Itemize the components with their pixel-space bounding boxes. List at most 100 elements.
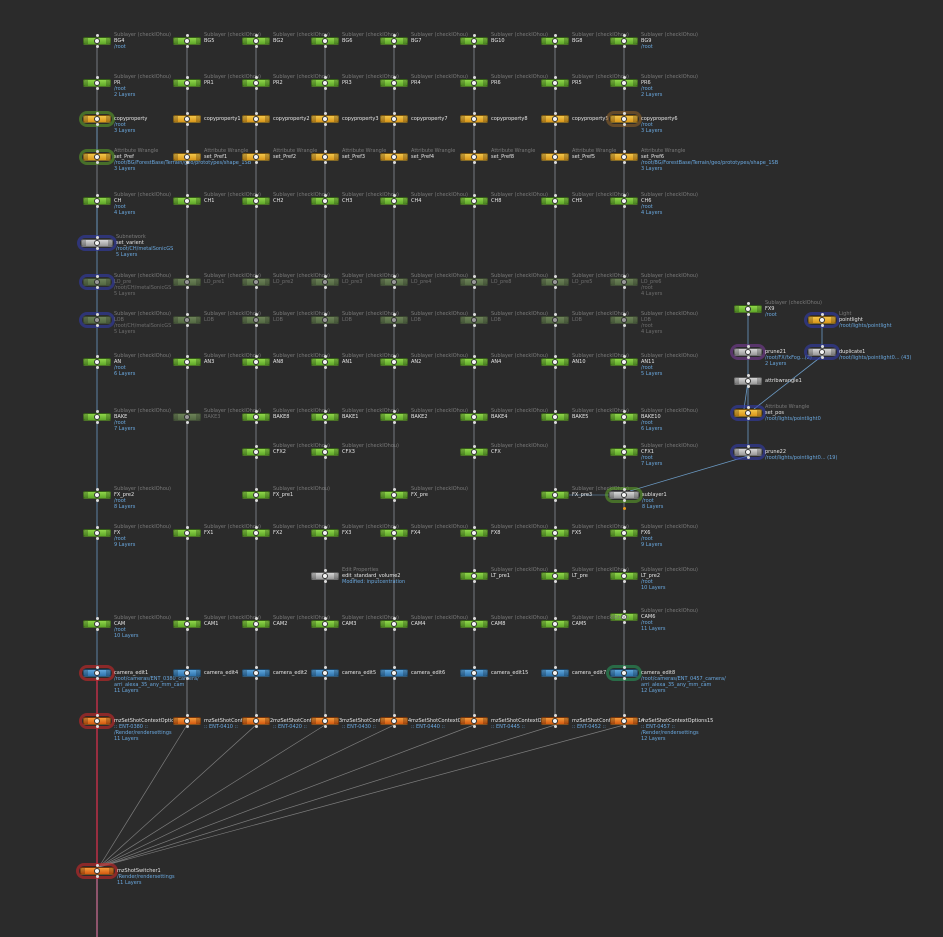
node-an11[interactable] bbox=[610, 358, 638, 366]
node-sp4[interactable] bbox=[380, 153, 408, 161]
output-port[interactable] bbox=[254, 324, 258, 327]
node-cam3[interactable] bbox=[311, 620, 339, 628]
node-name[interactable]: FX3 bbox=[342, 530, 352, 536]
input-port[interactable] bbox=[553, 488, 557, 491]
bypass-flag[interactable] bbox=[381, 198, 385, 204]
node-sv[interactable] bbox=[81, 239, 113, 247]
bypass-flag[interactable] bbox=[542, 670, 546, 676]
node-name[interactable]: mzSetShotContextOptions3 bbox=[273, 718, 343, 724]
node-name[interactable]: BG10 bbox=[491, 38, 505, 44]
bypass-flag[interactable] bbox=[611, 279, 615, 285]
output-port[interactable] bbox=[323, 628, 327, 631]
bypass-flag[interactable] bbox=[243, 530, 247, 536]
input-port[interactable] bbox=[95, 526, 99, 529]
node-ch3[interactable] bbox=[311, 197, 339, 205]
bypass-flag[interactable] bbox=[243, 154, 247, 160]
input-port[interactable] bbox=[622, 313, 626, 316]
display-flag[interactable] bbox=[483, 317, 487, 323]
display-flag[interactable] bbox=[403, 718, 407, 724]
display-flag[interactable] bbox=[403, 530, 407, 536]
node-name[interactable]: camera_edit5 bbox=[342, 670, 377, 676]
bypass-flag[interactable] bbox=[381, 116, 385, 122]
bypass-flag[interactable] bbox=[312, 449, 316, 455]
output-port[interactable] bbox=[254, 45, 258, 48]
input-port[interactable] bbox=[95, 313, 99, 316]
bypass-flag[interactable] bbox=[809, 317, 813, 323]
display-flag[interactable] bbox=[265, 718, 269, 724]
display-flag[interactable] bbox=[403, 279, 407, 285]
display-flag[interactable] bbox=[564, 317, 568, 323]
input-port[interactable] bbox=[254, 275, 258, 278]
output-port[interactable] bbox=[185, 628, 189, 631]
input-port[interactable] bbox=[622, 355, 626, 358]
node-name[interactable]: set_Pref bbox=[114, 154, 134, 160]
display-flag[interactable] bbox=[334, 449, 338, 455]
display-flag[interactable] bbox=[633, 614, 637, 620]
node-lo1[interactable] bbox=[173, 278, 201, 286]
output-port[interactable] bbox=[254, 161, 258, 164]
output-port[interactable] bbox=[622, 725, 626, 728]
display-flag[interactable] bbox=[403, 621, 407, 627]
bypass-flag[interactable] bbox=[84, 670, 88, 676]
bypass-flag[interactable] bbox=[809, 349, 813, 355]
display-flag[interactable] bbox=[483, 279, 487, 285]
display-flag[interactable] bbox=[403, 154, 407, 160]
node-aw1[interactable] bbox=[734, 377, 762, 385]
node-cp7[interactable] bbox=[380, 115, 408, 123]
output-port[interactable] bbox=[185, 123, 189, 126]
node-name[interactable]: LOB bbox=[572, 317, 582, 323]
node-ch1[interactable] bbox=[173, 197, 201, 205]
input-port[interactable] bbox=[472, 526, 476, 529]
display-flag[interactable] bbox=[196, 530, 200, 536]
node-name[interactable]: BAKE4 bbox=[491, 414, 508, 420]
display-flag[interactable] bbox=[334, 317, 338, 323]
bypass-flag[interactable] bbox=[461, 530, 465, 536]
node-fx5[interactable] bbox=[541, 529, 569, 537]
node-name[interactable]: CAM8 bbox=[491, 621, 506, 627]
output-port[interactable] bbox=[622, 123, 626, 126]
input-port[interactable] bbox=[622, 275, 626, 278]
node-name[interactable]: BAKE10 bbox=[641, 414, 661, 420]
bypass-flag[interactable] bbox=[611, 670, 615, 676]
display-flag[interactable] bbox=[196, 116, 200, 122]
output-port[interactable] bbox=[553, 87, 557, 90]
output-port[interactable] bbox=[472, 677, 476, 680]
node-name[interactable]: BAKE8 bbox=[273, 414, 290, 420]
bypass-flag[interactable] bbox=[84, 80, 88, 86]
bypass-flag[interactable] bbox=[461, 38, 465, 44]
node-ce1[interactable] bbox=[83, 669, 111, 677]
input-port[interactable] bbox=[95, 150, 99, 153]
node-fx6[interactable] bbox=[610, 529, 638, 537]
output-port[interactable] bbox=[392, 537, 396, 540]
node-name[interactable]: CH6 bbox=[641, 198, 652, 204]
display-flag[interactable] bbox=[265, 670, 269, 676]
node-name[interactable]: CAM5 bbox=[572, 621, 587, 627]
bypass-flag[interactable] bbox=[461, 116, 465, 122]
output-port[interactable] bbox=[472, 205, 476, 208]
input-port[interactable] bbox=[472, 666, 476, 669]
display-flag[interactable] bbox=[633, 317, 637, 323]
node-name[interactable]: camera_edit6 bbox=[411, 670, 446, 676]
display-flag[interactable] bbox=[483, 530, 487, 536]
input-port[interactable] bbox=[392, 714, 396, 717]
node-name[interactable]: AN4 bbox=[491, 359, 502, 365]
node-name[interactable]: BG4 bbox=[114, 38, 125, 44]
output-port[interactable] bbox=[622, 456, 626, 459]
input-port[interactable] bbox=[622, 610, 626, 613]
node-ms15[interactable] bbox=[610, 717, 638, 725]
bypass-flag[interactable] bbox=[312, 414, 316, 420]
node-lob4[interactable] bbox=[380, 316, 408, 324]
input-port[interactable] bbox=[185, 194, 189, 197]
display-flag[interactable] bbox=[106, 80, 110, 86]
display-flag[interactable] bbox=[196, 317, 200, 323]
bypass-flag[interactable] bbox=[84, 38, 88, 44]
node-name[interactable]: CAM bbox=[114, 621, 126, 627]
input-port[interactable] bbox=[746, 345, 750, 348]
node-lob3[interactable] bbox=[311, 316, 339, 324]
node-bg10[interactable] bbox=[460, 37, 488, 45]
node-ch4[interactable] bbox=[380, 197, 408, 205]
node-name[interactable]: BG5 bbox=[204, 38, 215, 44]
output-port[interactable] bbox=[746, 385, 750, 388]
node-name[interactable]: PR5 bbox=[572, 80, 582, 86]
bypass-flag[interactable] bbox=[312, 359, 316, 365]
